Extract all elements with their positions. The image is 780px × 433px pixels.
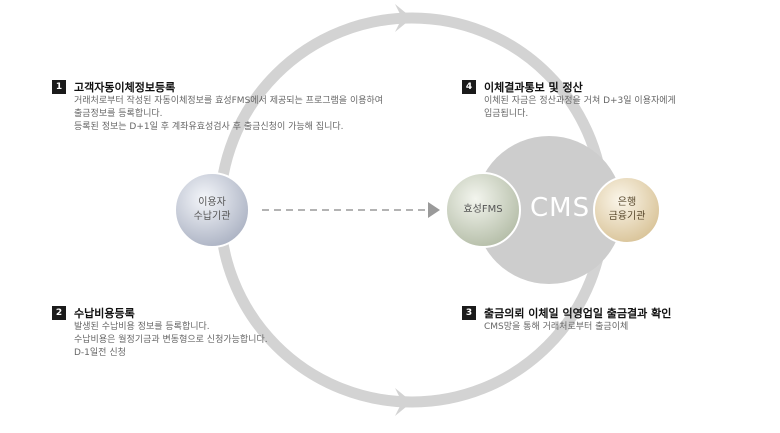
step-2-badge: 2 <box>52 306 66 320</box>
step-2-title: 수납비용등록 <box>74 307 135 320</box>
bank-circle <box>593 176 661 244</box>
step-1-badge: 1 <box>52 80 66 94</box>
hyosung-label: 효성FMS <box>463 204 503 215</box>
cms-label: CMS <box>530 193 591 223</box>
step-3-badge: 3 <box>462 306 476 320</box>
step-1: 1 고객자동이체정보등록 거래처로부터 작성된 자동이체정보를 효성FMS에서 … <box>52 79 452 139</box>
dashed-arrow-head-icon <box>428 202 440 218</box>
step-3-title: 출금의뢰 이체일 익영업일 출금결과 확인 <box>484 307 672 320</box>
step-1-desc: 거래처로부터 작성된 자동이체정보를 효성FMS에서 제공되는 프로그램을 이용… <box>74 96 384 132</box>
user-label: 이용자 수납기관 <box>193 197 231 222</box>
cycle-arrow-top-icon <box>395 4 412 32</box>
step-4: 4 이체결과통보 및 정산 이체된 자금은 정산과정을 거쳐 D+3일 이용자에… <box>462 79 742 129</box>
step-4-title: 이체결과통보 및 정산 <box>484 81 583 94</box>
step-1-title: 고객자동이체정보등록 <box>74 81 176 94</box>
cycle-arrow-bottom-icon <box>395 388 412 416</box>
cms-circle <box>475 136 623 284</box>
step-2-desc: 발생된 수납비용 정보를 등록합니다. 수납비용은 월정기금과 변동형으로 신청… <box>74 322 268 358</box>
user-circle <box>174 172 250 248</box>
bank-label: 은행 금융기관 <box>608 197 646 222</box>
step-3-desc: CMS망을 통해 거래처로부터 출금이체 <box>484 322 629 332</box>
step-4-desc: 이체된 자금은 정산과정을 거쳐 D+3일 이용자에게 입금됩니다. <box>484 96 676 119</box>
step-3: 3 출금의뢰 이체일 익영업일 출금결과 확인 CMS망을 통해 거래처로부터 … <box>462 305 742 345</box>
hyosung-circle <box>445 172 521 248</box>
step-2: 2 수납비용등록 발생된 수납비용 정보를 등록합니다. 수납비용은 월정기금과… <box>52 305 352 365</box>
step-4-badge: 4 <box>462 80 476 94</box>
